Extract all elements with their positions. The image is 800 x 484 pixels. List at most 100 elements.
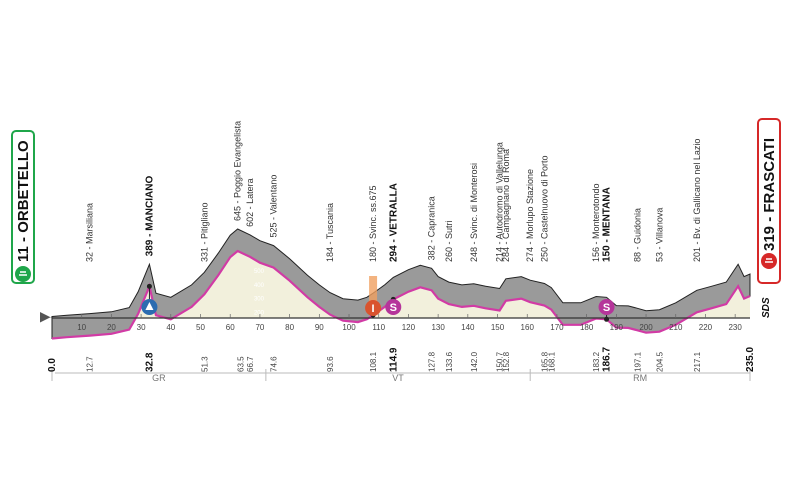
km-marker-label: 66.7 bbox=[246, 356, 255, 372]
x-tick-label: 90 bbox=[315, 323, 324, 332]
km-marker-label: 93.6 bbox=[326, 356, 335, 372]
finish-label: 319 - FRASCATI bbox=[761, 138, 778, 251]
summit-label: 645 - Poggio Evangelista bbox=[233, 121, 243, 221]
summit-label: 382 - Capranica bbox=[427, 196, 437, 260]
sprint-letter: S bbox=[603, 302, 610, 314]
finish-icon bbox=[761, 253, 777, 269]
summit-label: 156 - Monterotondo bbox=[591, 183, 601, 262]
x-tick-label: 100 bbox=[342, 323, 356, 332]
x-tick-label: 80 bbox=[285, 323, 294, 332]
km-marker-label: 142.0 bbox=[470, 351, 479, 372]
summit-label: 525 - Valentano bbox=[269, 175, 279, 238]
summit-label: 250 - Castelnuovo di Porto bbox=[539, 155, 549, 262]
summit-label: 331 - Pitigliano bbox=[199, 202, 209, 262]
km-marker-label: 114.9 bbox=[388, 347, 399, 372]
km-marker-label: 108.1 bbox=[369, 351, 378, 372]
summit-label: 201 - Bv. di Gallicano nel Lazio bbox=[692, 139, 702, 262]
km-marker-label: 74.6 bbox=[270, 356, 279, 372]
summit-label: 274 - Morlupo Stazione bbox=[525, 169, 535, 262]
x-tick-label: 150 bbox=[491, 323, 505, 332]
altitude-scale-label: 500 bbox=[254, 269, 265, 275]
summit-labels: 32 - Marsiliana 389 - MANCIANO 331 - Pitig… bbox=[85, 121, 702, 262]
km-marker-label: 12.7 bbox=[86, 356, 95, 372]
km-marker-label: 204.5 bbox=[655, 351, 664, 372]
km-marker-label: 127.8 bbox=[428, 351, 437, 372]
summit-label: 184 - Tuscania bbox=[325, 203, 335, 262]
altitude-scale-label: 200 bbox=[254, 310, 265, 316]
start-label: 11 - ORBETELLO bbox=[15, 140, 32, 262]
summit-label: 602 - Latera bbox=[245, 178, 255, 227]
sprint-letter: S bbox=[390, 302, 397, 314]
summit-label: 150 - MENTANA bbox=[602, 187, 613, 262]
x-tick-label: 110 bbox=[372, 323, 385, 332]
start-icon bbox=[15, 266, 31, 282]
start-badge: 11 - ORBETELLO bbox=[11, 130, 35, 284]
km-marker-label: 150.7 bbox=[496, 351, 505, 372]
km-marker-label: 183.2 bbox=[592, 351, 601, 372]
x-tick-label: 50 bbox=[196, 323, 205, 332]
sprint-icon bbox=[598, 299, 615, 315]
km-marker-label: 165.8 bbox=[540, 351, 549, 372]
x-tick-label: 30 bbox=[137, 323, 146, 332]
summit-label: 260 - Sutri bbox=[444, 220, 454, 262]
start-flag-icon bbox=[19, 271, 27, 276]
km-marker-label: 51.3 bbox=[200, 356, 209, 372]
x-tick-label: 180 bbox=[580, 323, 594, 332]
mountain-icon bbox=[145, 302, 154, 310]
summit-label: 32 - Marsiliana bbox=[85, 203, 95, 262]
summit-label: 214 - Autodromo di Vallelunga bbox=[495, 142, 505, 262]
terrain-layer bbox=[40, 228, 751, 340]
summit-label: 248 - Svinc. di Monterosi bbox=[469, 163, 479, 262]
x-tick-label: 20 bbox=[107, 323, 116, 332]
x-tick-label: 10 bbox=[77, 323, 86, 332]
altitude-scale-label: 300 bbox=[254, 297, 265, 303]
intermediate-icon bbox=[365, 300, 382, 316]
summit-label: 294 - VETRALLA bbox=[388, 183, 399, 262]
grid-layer: 100 200 300 400 500 bbox=[254, 269, 265, 330]
finish-badge: 319 - FRASCATI bbox=[757, 118, 781, 284]
profile-edge bbox=[40, 312, 52, 323]
x-tick-label: 220 bbox=[699, 323, 713, 332]
x-tick-label: 130 bbox=[431, 323, 445, 332]
altitude-scale-label: 400 bbox=[254, 283, 265, 289]
km-marker-label: 32.8 bbox=[144, 352, 155, 372]
km-marker-label: 235.0 bbox=[745, 347, 756, 372]
sprint-icon bbox=[385, 299, 402, 315]
km-marker-label: 63.5 bbox=[237, 356, 246, 372]
x-tick-label: 160 bbox=[521, 323, 535, 332]
summit-label: 389 - MANCIANO bbox=[144, 176, 155, 257]
km-marker-label: 152.8 bbox=[502, 351, 511, 372]
summit-label: 180 - Svinc. ss.675 bbox=[368, 185, 378, 262]
x-tick-label: 230 bbox=[728, 323, 742, 332]
finish-flag-icon bbox=[765, 258, 773, 263]
x-tick-label: 210 bbox=[669, 323, 683, 332]
km-marker-label: 186.7 bbox=[602, 347, 613, 372]
marker-dot bbox=[604, 316, 610, 322]
km-marker-label: 217.1 bbox=[693, 351, 702, 372]
altitude-scale-label: 100 bbox=[254, 324, 265, 330]
km-marker-label: 0.0 bbox=[47, 358, 58, 372]
x-tick-label: 60 bbox=[226, 323, 235, 332]
x-tick-label: 140 bbox=[461, 323, 475, 332]
x-tick-label: 190 bbox=[610, 323, 624, 332]
km-marker-label: 133.6 bbox=[445, 351, 454, 372]
km-marker-label: 197.1 bbox=[633, 351, 642, 372]
brand-logo: SDS bbox=[761, 297, 772, 318]
summit-label: 284 - Campagnano di Roma bbox=[501, 149, 511, 262]
route-line bbox=[51, 249, 751, 340]
province-label: RM bbox=[633, 373, 647, 383]
intermediate-letter: I bbox=[372, 303, 375, 315]
marker-dot bbox=[146, 283, 152, 289]
base-area bbox=[52, 251, 750, 339]
x-tick-label: 170 bbox=[550, 323, 564, 332]
x-tick-label: 200 bbox=[639, 323, 653, 332]
summit-label: 53 - Villanova bbox=[654, 208, 664, 262]
x-tick-label: 120 bbox=[402, 323, 416, 332]
summit-label: 88 - Guidonia bbox=[632, 208, 642, 262]
x-tick-label: 40 bbox=[166, 323, 175, 332]
province-label: VT bbox=[392, 373, 404, 383]
